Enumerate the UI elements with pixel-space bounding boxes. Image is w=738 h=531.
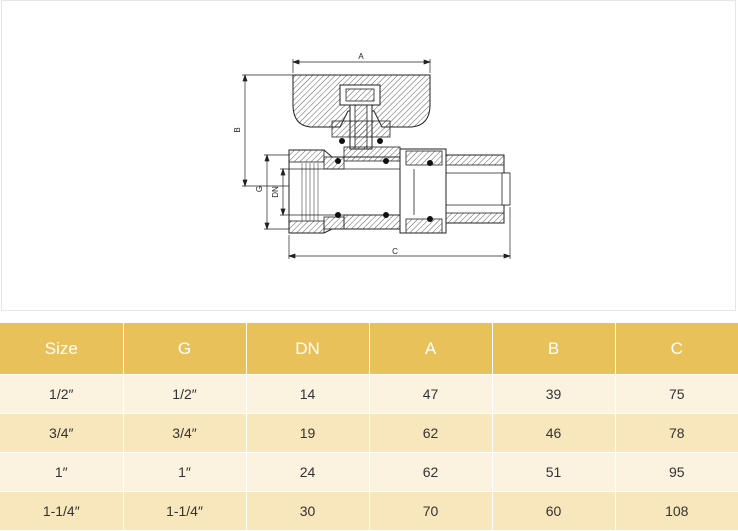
cell-c: 75 [615, 374, 738, 414]
header-dn: DN [246, 323, 370, 375]
header-g: G [123, 323, 247, 375]
cell-a: 47 [369, 374, 493, 414]
cell-g: 1/2″ [123, 374, 247, 414]
dimension-b [242, 73, 293, 188]
cell-c: 108 [615, 491, 738, 531]
dimension-a [291, 59, 432, 73]
cell-g: 1-1/4″ [123, 491, 247, 531]
cell-c: 95 [615, 452, 738, 492]
cell-b: 39 [492, 374, 616, 414]
dim-dn-label: DN [271, 186, 280, 198]
dim-g-label: G [255, 186, 264, 192]
header-size: Size [0, 323, 124, 375]
cell-size: 1/2″ [0, 374, 124, 414]
union-nut [399, 148, 447, 234]
cell-dn: 24 [246, 452, 370, 492]
cell-dn: 30 [246, 491, 370, 531]
header-c: C [615, 323, 738, 375]
cell-a: 62 [369, 413, 493, 453]
valve-body [288, 146, 403, 234]
cell-size: 1″ [0, 452, 124, 492]
cell-b: 51 [492, 452, 616, 492]
cell-dn: 19 [246, 413, 370, 453]
header-a: A [369, 323, 493, 375]
size-spec-table: Size G DN A B C 1/2″ 1/2″ 14 47 39 75 3/… [0, 323, 738, 531]
dim-a-label: A [358, 52, 364, 61]
valve-stem [331, 104, 391, 150]
table-row: 1″ 1″ 24 62 51 95 [0, 452, 738, 492]
dim-b-label: B [233, 127, 242, 132]
table-row: 3/4″ 3/4″ 19 62 46 78 [0, 413, 738, 453]
cell-size: 3/4″ [0, 413, 124, 453]
cell-a: 70 [369, 491, 493, 531]
dimension-dn [280, 167, 332, 217]
cell-g: 1″ [123, 452, 247, 492]
technical-drawing-frame: A B G DN [1, 0, 736, 311]
table-row: 1-1/4″ 1-1/4″ 30 70 60 108 [0, 491, 738, 531]
cell-g: 3/4″ [123, 413, 247, 453]
cell-c: 78 [615, 413, 738, 453]
table-row: 1/2″ 1/2″ 14 47 39 75 [0, 374, 738, 414]
male-thread-end [445, 154, 511, 224]
t-handle [292, 74, 431, 128]
dimension-g [264, 153, 289, 231]
header-b: B [492, 323, 616, 375]
cell-dn: 14 [246, 374, 370, 414]
cell-size: 1-1/4″ [0, 491, 124, 531]
cell-a: 62 [369, 452, 493, 492]
cell-b: 60 [492, 491, 616, 531]
dimension-c [287, 207, 512, 259]
ball-valve-drawing: A B G DN [233, 52, 512, 259]
table-header-row: Size G DN A B C [0, 323, 738, 375]
cell-b: 46 [492, 413, 616, 453]
dim-c-label: C [392, 247, 398, 256]
